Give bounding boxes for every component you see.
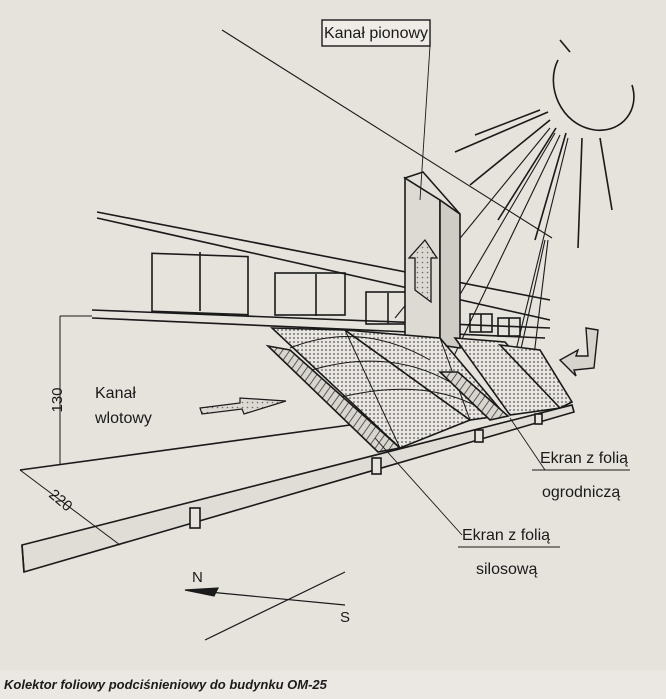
- height-dimension-label: 130: [49, 387, 66, 412]
- building: [91, 211, 551, 339]
- collector-illustration: Kanał pionowy Kanał wlotowy 130 220 Ekra…: [19, 19, 635, 641]
- vertical-channel: [403, 171, 461, 349]
- outlet-arrow-icon: [558, 327, 599, 377]
- vertical-channel-label: Kanał pionowy: [324, 25, 428, 42]
- garden-foil-label-line2: ogrodniczą: [542, 484, 620, 501]
- compass: [184, 571, 346, 641]
- silage-foil-label-line1: Ekran z folią: [462, 527, 550, 544]
- label-leaders: [374, 45, 546, 536]
- garden-foil-label-line1: Ekran z folią: [540, 450, 628, 467]
- inlet-arrow-icon: [199, 397, 287, 415]
- width-dimension-label: 220: [45, 486, 75, 515]
- sun-icon: [454, 39, 635, 249]
- inlet-channel-label-line1: Kanał: [95, 385, 136, 402]
- inlet-channel-label-line2: wlotowy: [94, 410, 152, 427]
- compass-south-label: S: [340, 609, 350, 626]
- figure-caption: Kolektor foliowy podciśnieniowy do budyn…: [4, 677, 327, 692]
- garden-foil-collector: [269, 327, 574, 449]
- base-beam: [19, 315, 575, 574]
- sun-rays: [221, 29, 569, 409]
- vertical-channel-label-box: [321, 19, 431, 47]
- silage-foil-label-line2: silosową: [476, 561, 537, 578]
- compass-north-label: N: [192, 569, 203, 586]
